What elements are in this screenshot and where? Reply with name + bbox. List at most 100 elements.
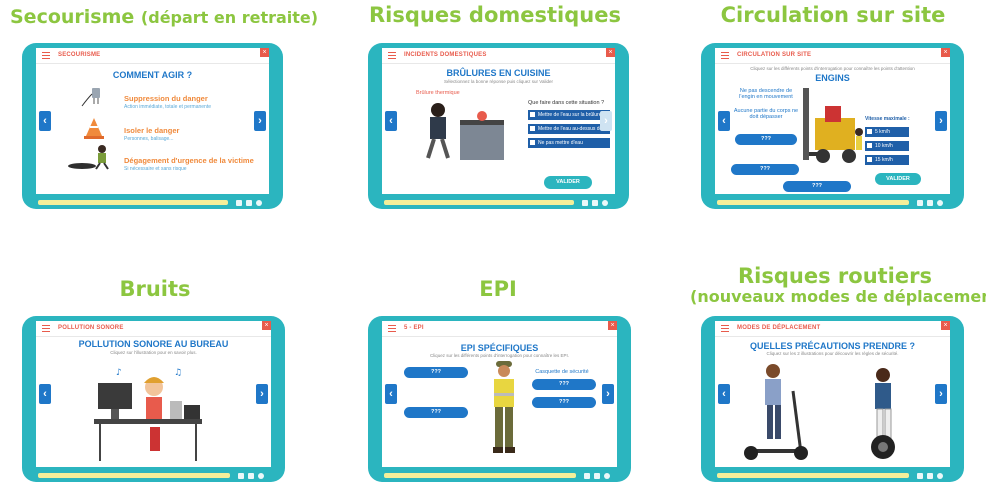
screen: INCIDENTS DOMESTIQUES × BRÛLURES EN CUIS… <box>382 48 615 194</box>
volume-icon[interactable] <box>236 200 242 206</box>
traffic-cone-icon <box>84 118 104 139</box>
settings-icon[interactable] <box>604 473 610 479</box>
progress-bar[interactable] <box>38 200 228 205</box>
progress-bar[interactable] <box>38 473 230 478</box>
speed-option[interactable]: 15 km/h <box>865 155 909 165</box>
next-slide-button[interactable]: › <box>256 384 268 404</box>
forklift-illustration[interactable] <box>799 86 869 168</box>
close-button[interactable]: × <box>606 48 615 57</box>
tablet-frame: CIRCULATION SUR SITE × Cliquez sur les d… <box>701 43 964 209</box>
answer-option[interactable]: Ne pas mettre d'eau <box>528 138 610 148</box>
close-button[interactable]: × <box>941 48 950 57</box>
screen-title: EPI SPÉCIFIQUES <box>460 343 539 353</box>
prev-slide-button[interactable]: ‹ <box>385 111 397 131</box>
hotspot-button[interactable]: ??? <box>731 164 799 175</box>
subtitles-icon[interactable] <box>927 473 933 479</box>
volume-icon[interactable] <box>582 200 588 206</box>
prev-slide-button[interactable]: ‹ <box>385 384 397 404</box>
volume-icon[interactable] <box>584 473 590 479</box>
settings-icon[interactable] <box>602 200 608 206</box>
hoverboard-rider-illustration[interactable] <box>853 365 913 461</box>
next-slide-button[interactable]: › <box>935 384 947 404</box>
prev-slide-button[interactable]: ‹ <box>39 111 51 131</box>
hotspot-button[interactable]: ??? <box>735 134 797 145</box>
top-bar: MODES DE DÉPLACEMENT × <box>715 321 950 337</box>
next-slide-button[interactable]: › <box>935 111 947 131</box>
heading-circulation: Circulation sur site <box>720 3 946 27</box>
hotspot-button[interactable]: ??? <box>532 379 596 390</box>
validate-button[interactable]: VALIDER <box>544 176 592 189</box>
office-noise-illustration[interactable]: ♪ ♫ <box>94 361 214 465</box>
close-button[interactable]: × <box>260 48 269 57</box>
progress-bar[interactable] <box>384 200 574 205</box>
top-bar: INCIDENTS DOMESTIQUES × <box>382 48 615 64</box>
settings-icon[interactable] <box>937 200 943 206</box>
power-plug-icon <box>81 88 100 107</box>
speed-label: Vitesse maximale : <box>865 116 910 122</box>
screen: CIRCULATION SUR SITE × Cliquez sur les d… <box>715 48 950 194</box>
heading-subtitle: (départ en retraite) <box>140 8 319 27</box>
heading-subtitle: (nouveaux modes de déplacement) <box>690 287 986 306</box>
screen: 5 - EPI × EPI SPÉCIFIQUES Cliquez sur le… <box>382 321 617 467</box>
validate-button[interactable]: VALIDER <box>875 173 921 185</box>
hotspot-button[interactable]: ??? <box>404 407 468 418</box>
progress-bar[interactable] <box>384 473 576 478</box>
speed-option[interactable]: 5 km/h <box>865 127 909 137</box>
hamburger-menu-icon[interactable] <box>388 52 396 59</box>
rescuer-dragging-victim-illustration <box>68 145 109 170</box>
hotspot-button[interactable]: ??? <box>783 181 851 192</box>
heading-title: Risques routiers <box>738 264 932 288</box>
e-scooter-rider-illustration[interactable] <box>739 361 819 461</box>
settings-icon[interactable] <box>256 200 262 206</box>
prev-slide-button[interactable]: ‹ <box>39 384 51 404</box>
volume-icon[interactable] <box>917 473 923 479</box>
subtitles-icon[interactable] <box>594 473 600 479</box>
prev-slide-button[interactable]: ‹ <box>718 111 730 131</box>
subtitles-icon[interactable] <box>592 200 598 206</box>
subtitles-icon[interactable] <box>248 473 254 479</box>
worker-ppe-illustration[interactable] <box>486 359 522 467</box>
step-title: Suppression du danger <box>124 94 208 103</box>
hamburger-menu-icon[interactable] <box>42 325 50 332</box>
screen-label: CIRCULATION SUR SITE <box>737 52 812 58</box>
hamburger-menu-icon[interactable] <box>42 52 50 59</box>
screen: MODES DE DÉPLACEMENT × QUELLES PRÉCAUTIO… <box>715 321 950 467</box>
screen-title: QUELLES PRÉCAUTIONS PRENDRE ? <box>749 341 915 351</box>
subtitles-icon[interactable] <box>246 200 252 206</box>
hotspot-button[interactable]: ??? <box>404 367 468 378</box>
answer-option[interactable]: Mettre de l'eau sur la brûlure <box>528 110 610 120</box>
next-slide-button[interactable]: › <box>600 111 612 131</box>
screen-title: BRÛLURES EN CUISINE <box>446 68 551 78</box>
svg-text:♪: ♪ <box>116 368 122 378</box>
hamburger-menu-icon[interactable] <box>721 325 729 332</box>
volume-icon[interactable] <box>917 200 923 206</box>
heading-epi: EPI <box>479 277 517 301</box>
next-slide-button[interactable]: › <box>602 384 614 404</box>
epi-label: Casquette de sécurité <box>535 369 589 375</box>
prev-slide-button[interactable]: ‹ <box>718 384 730 404</box>
hamburger-menu-icon[interactable] <box>721 52 729 59</box>
close-button[interactable]: × <box>941 321 950 330</box>
close-button[interactable]: × <box>262 321 271 330</box>
next-slide-button[interactable]: › <box>254 111 266 131</box>
progress-bar[interactable] <box>717 200 909 205</box>
screen: SECOURISME × COMMENT AGIR ? Suppression … <box>36 48 269 194</box>
screen-label: 5 - EPI <box>404 325 424 331</box>
volume-icon[interactable] <box>238 473 244 479</box>
kitchen-burn-illustration[interactable] <box>420 98 506 162</box>
step-title: Dégagement d'urgence de la victime <box>124 156 254 165</box>
scene-label: Brûlure thermique <box>416 90 460 96</box>
hamburger-menu-icon[interactable] <box>388 325 396 332</box>
heading-secourisme: Secourisme (départ en retraite) <box>10 6 318 28</box>
progress-bar[interactable] <box>717 473 909 478</box>
speed-option[interactable]: 10 km/h <box>865 141 909 151</box>
top-bar: POLLUTION SONORE × <box>36 321 271 337</box>
subtitles-icon[interactable] <box>927 200 933 206</box>
settings-icon[interactable] <box>937 473 943 479</box>
answer-option[interactable]: Mettre de l'eau au-dessus de la brûlure <box>528 124 610 142</box>
tablet-frame: MODES DE DÉPLACEMENT × QUELLES PRÉCAUTIO… <box>701 316 964 482</box>
settings-icon[interactable] <box>258 473 264 479</box>
hotspot-button[interactable]: ??? <box>532 397 596 408</box>
instruction-hint: Cliquez sur les différents points d'inte… <box>750 66 915 71</box>
close-button[interactable]: × <box>608 321 617 330</box>
